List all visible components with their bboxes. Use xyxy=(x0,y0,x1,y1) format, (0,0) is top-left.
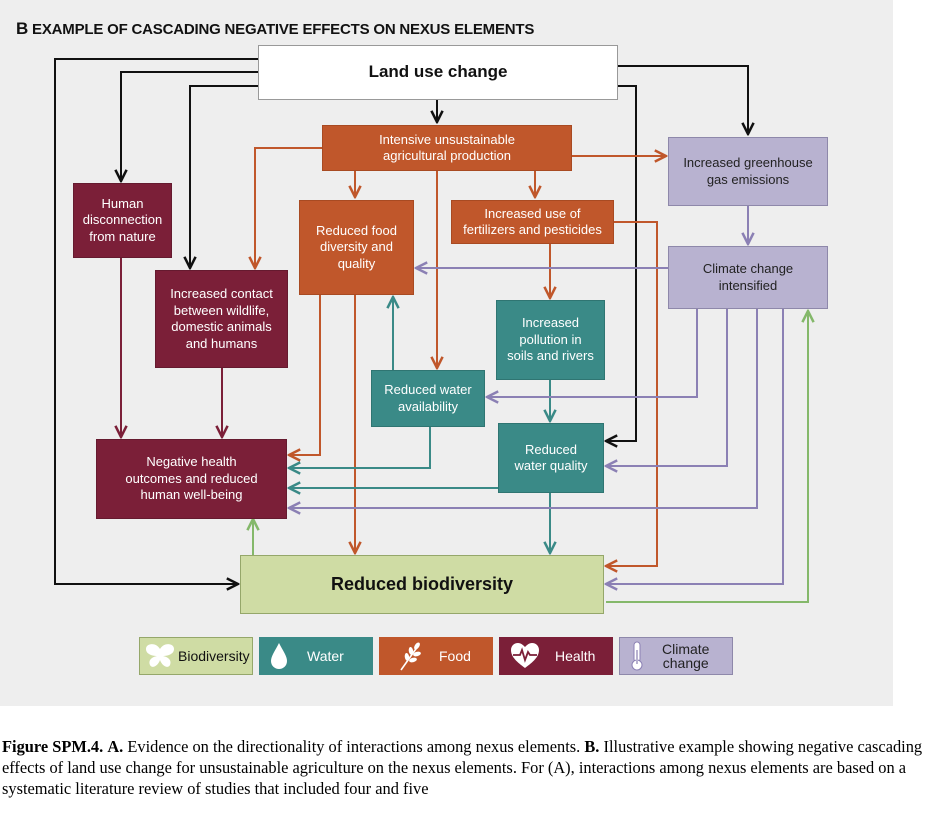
thermometer-icon xyxy=(631,641,643,671)
legend-label-food: Food xyxy=(439,648,471,664)
legend-food: Food xyxy=(379,637,493,675)
legend-label-biodiversity: Biodiversity xyxy=(178,648,250,664)
arrow-biodiversity-to-climate xyxy=(606,311,808,603)
arrow-land-to-wildlife xyxy=(190,85,258,268)
arrow-land-to-disconnection xyxy=(121,71,258,181)
arrow-climate-to-waterquality xyxy=(606,309,728,466)
legend-label-health: Health xyxy=(555,648,596,664)
caption-b-text: Illustrative example showing negative ca… xyxy=(2,737,923,798)
node-reduced-food-diversity: Reduced food diversity and quality xyxy=(299,200,414,295)
wheat-icon xyxy=(400,642,421,671)
panel-title: B EXAMPLE OF CASCADING NEGATIVE EFFECTS … xyxy=(16,19,534,39)
legend-water: Water xyxy=(259,637,373,675)
arrow-climate-to-health xyxy=(289,309,758,508)
node-negative-health: Negative health outcomes and reduced hum… xyxy=(96,439,287,519)
legend-biodiversity: Biodiversity xyxy=(139,637,253,675)
node-increased-pollution: Increased pollution in soils and rivers xyxy=(496,300,605,380)
arrow-food-to-health xyxy=(289,295,321,455)
arrow-climate-to-water xyxy=(487,309,698,397)
node-greenhouse-gas: Increased greenhouse gas emissions xyxy=(668,137,828,206)
node-human-disconnection: Human disconnection from nature xyxy=(73,183,172,258)
caption-label: Figure SPM.4. xyxy=(2,737,104,756)
node-reduced-biodiversity: Reduced biodiversity xyxy=(240,555,604,614)
caption-b-label: B. xyxy=(584,737,600,756)
node-land-use-change: Land use change xyxy=(258,45,618,100)
panel-letter: B xyxy=(16,19,29,38)
node-fertilizers-pesticides: Increased use of fertilizers and pestici… xyxy=(451,200,614,244)
diagram-panel: B EXAMPLE OF CASCADING NEGATIVE EFFECTS … xyxy=(0,0,893,706)
arrow-land-to-biodiversity xyxy=(54,58,258,584)
node-climate-change: Climate change intensified xyxy=(668,246,828,309)
legend-label-climate: Climate change xyxy=(662,641,710,671)
arrow-land-to-ghg xyxy=(618,65,748,134)
node-reduced-water-availability: Reduced water availability xyxy=(371,370,485,427)
legend-label-water: Water xyxy=(307,648,344,664)
node-wildlife-contact: Increased contact between wildlife, dome… xyxy=(155,270,288,368)
node-intensive-agriculture: Intensive unsustainable agricultural pro… xyxy=(322,125,572,171)
node-reduced-water-quality: Reduced water quality xyxy=(498,423,604,493)
arrow-water-to-health xyxy=(289,427,431,468)
arrow-intensive-to-wildlife xyxy=(255,147,322,268)
figure-caption: Figure SPM.4. A. Evidence on the directi… xyxy=(2,736,932,799)
arrow-climate-to-biodiversity xyxy=(606,309,784,584)
panel-title-text: EXAMPLE OF CASCADING NEGATIVE EFFECTS ON… xyxy=(32,21,535,38)
butterfly-icon xyxy=(146,644,174,667)
connector-arrows xyxy=(54,58,893,603)
water-drop-icon xyxy=(271,643,287,669)
legend-climate: Climate change xyxy=(619,637,733,675)
heart-pulse-icon xyxy=(511,643,539,668)
arrow-land-to-waterquality xyxy=(606,85,637,441)
legend-health: Health xyxy=(499,637,613,675)
caption-a-text: Evidence on the directionality of intera… xyxy=(127,737,581,756)
arrow-fertilizers-to-biodiversity xyxy=(606,221,658,566)
caption-a-label: A. xyxy=(107,737,124,756)
